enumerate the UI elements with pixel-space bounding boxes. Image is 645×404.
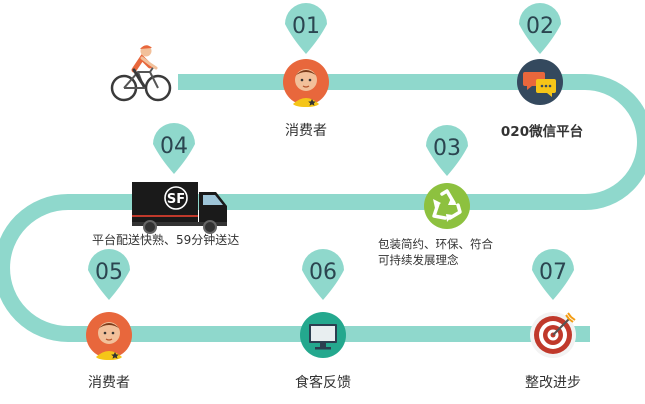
step-02-label: 020微信平台 xyxy=(500,124,584,140)
monitor-icon xyxy=(300,312,346,358)
step-01-marker: 01 xyxy=(283,3,329,107)
step-03-label-line1: 包装简约、环保、符合 xyxy=(378,237,493,251)
step-03-number: 03 xyxy=(433,136,461,161)
step-03-label-line2: 可持续发展理念 xyxy=(378,253,459,267)
step-05-number: 05 xyxy=(95,260,123,285)
step-03-pin: 03 xyxy=(426,125,468,176)
winding-road xyxy=(0,74,645,342)
step-03-marker: 03 xyxy=(424,125,470,229)
step-06-label: 食客反馈 xyxy=(295,375,351,391)
step-05-label: 消费者 xyxy=(88,375,130,391)
truck-logo-text: SF xyxy=(167,192,185,207)
step-07-marker: 07 xyxy=(530,249,576,358)
step-02-number: 02 xyxy=(526,14,554,39)
step-01-label: 消费者 xyxy=(285,123,327,139)
step-05-pin: 05 xyxy=(88,249,130,300)
target-arrow-icon xyxy=(530,312,576,358)
step-06-marker: 06 xyxy=(300,249,346,358)
step-04-label: 平台配送快熟、59分钟送达 xyxy=(92,233,240,247)
step-06-pin: 06 xyxy=(302,249,344,300)
recycle-icon xyxy=(424,183,470,229)
consumer-face-icon xyxy=(86,312,132,360)
step-04-marker: 04 SF xyxy=(132,123,227,234)
chat-bubbles-icon xyxy=(517,59,563,105)
step-04-number: 04 xyxy=(160,134,188,159)
step-06-number: 06 xyxy=(309,260,337,285)
step-07-pin: 07 xyxy=(532,249,574,300)
step-05-marker: 05 xyxy=(86,249,132,360)
delivery-truck-icon: SF xyxy=(132,182,227,234)
step-04-pin: 04 xyxy=(153,123,195,174)
step-07-number: 07 xyxy=(539,260,567,285)
step-07-label: 整改进步 xyxy=(525,375,581,391)
consumer-face-icon xyxy=(283,59,329,107)
step-01-number: 01 xyxy=(292,14,320,39)
step-02-pin: 02 xyxy=(519,3,561,54)
cyclist-icon xyxy=(110,45,172,102)
step-01-pin: 01 xyxy=(285,3,327,54)
step-02-marker: 02 xyxy=(517,3,563,105)
